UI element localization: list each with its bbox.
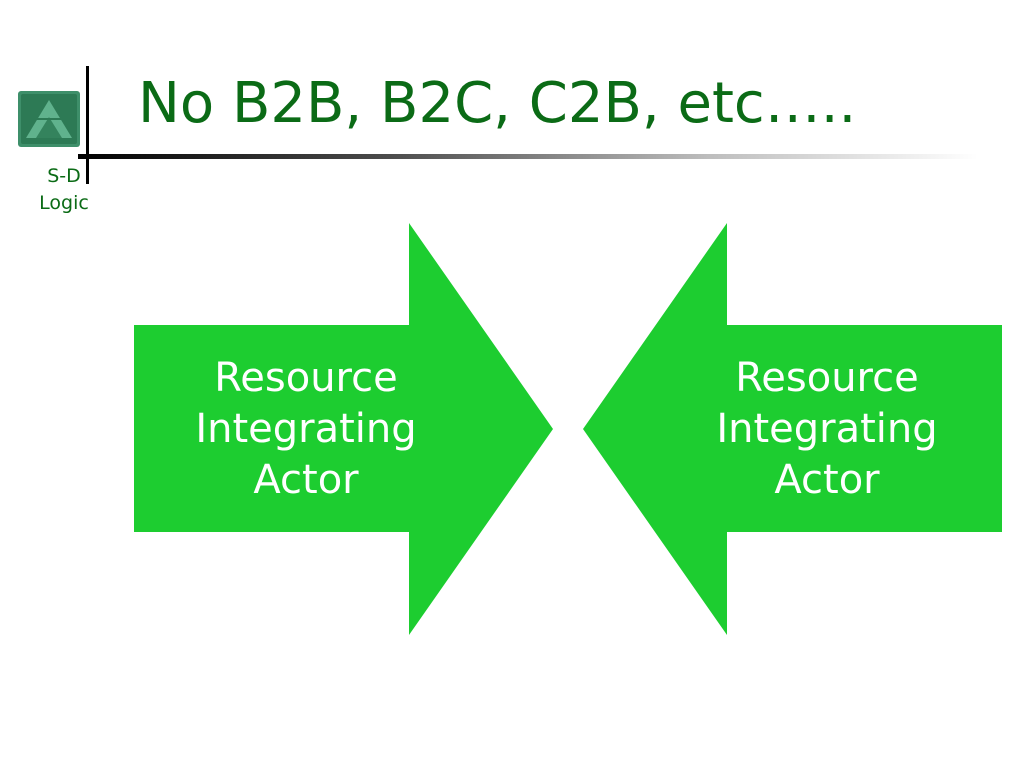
right-arrow-label-line-3: Actor: [774, 457, 880, 503]
slide-footer: S-D Logic: [30, 163, 98, 217]
header-vertical-rule: [86, 66, 89, 184]
slide-title: No B2B, B2C, C2B, etc…..: [138, 71, 857, 136]
left-arrow-label-line-1: Resource: [214, 355, 398, 401]
left-arrow-label-line-3: Actor: [253, 457, 359, 503]
footer-line-2: Logic: [39, 192, 89, 214]
footer-line-1: S-D: [47, 165, 81, 187]
sd-logic-logo-icon: [18, 91, 80, 147]
right-arrow-label: Resource Integrating Actor: [697, 353, 957, 506]
left-arrow-label: Resource Integrating Actor: [176, 353, 436, 506]
left-pointing-arrow: [583, 223, 1002, 635]
right-arrow-label-line-1: Resource: [735, 355, 919, 401]
right-pointing-arrow: [134, 223, 553, 635]
header-horizontal-rule: [78, 154, 978, 159]
left-arrow-label-line-2: Integrating: [195, 406, 417, 452]
right-arrow-label-line-2: Integrating: [716, 406, 938, 452]
